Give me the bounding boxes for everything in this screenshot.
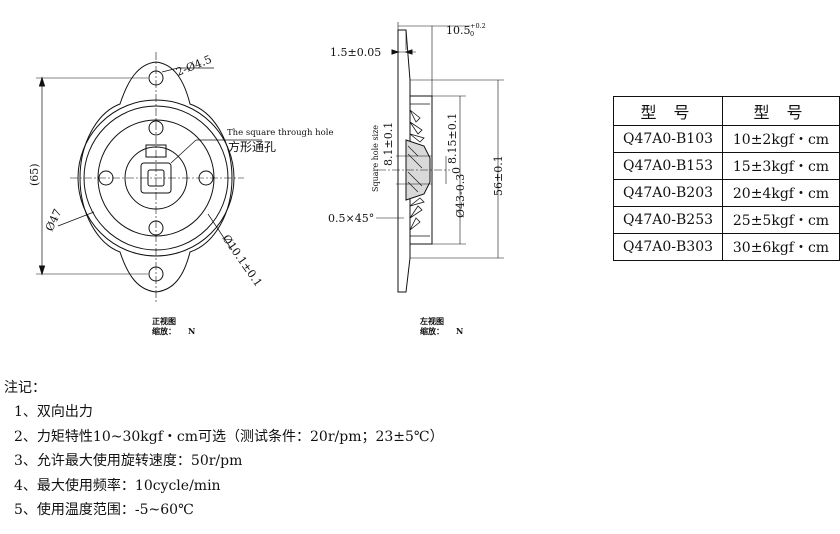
dim-diameter: Ø47 [43,207,65,233]
dim-width-tol-upper: +0.2 [470,22,486,30]
front-view [36,52,262,302]
table-row: Q47A0-B103 10±2kgf・cm [613,125,840,153]
front-caption-scale: 缩放： [152,326,176,336]
notes-section: 注记： 1、双向出力 2、力矩特性10~30kgf・cm可选（测试条件：20r/… [4,376,444,522]
cell-model: Q47A0-B103 [613,125,723,153]
cell-model: Q47A0-B203 [613,179,723,207]
dim-inner: 8.15±0.1 [446,113,459,164]
dim-width: 10.5 [446,24,471,37]
cell-torque: 20±4kgf・cm [722,179,840,207]
cell-torque: 25±5kgf・cm [722,206,840,234]
table-row: Q47A0-B303 30±6kgf・cm [613,233,840,261]
note-item: 4、最大使用频率：10cycle/min [14,477,221,494]
notes-title: 注记： [4,380,46,396]
side-caption-scale-value: N [456,326,463,336]
table-row: Q47A0-B253 25±5kgf・cm [613,206,840,234]
cell-model: Q47A0-B153 [613,152,723,180]
front-caption-scale-value: N [188,326,195,336]
flange-outline [79,61,233,293]
dim-width-tol-lower: 0 [470,30,474,38]
dim-ring: Ø10.1±0.1 [220,232,265,289]
label-square-cn: 方形通孔 [228,139,276,154]
header-model: 型 号 [613,96,723,126]
label-square-en: The square through hole [227,128,334,138]
dim-zero: 0 [450,167,463,174]
cell-model: Q47A0-B303 [613,233,723,261]
dim-overall: 56±0.1 [492,155,505,196]
bolt-hole-top [148,120,164,136]
front-caption-view: 正视图 [152,316,176,326]
dim-square-label: Square hole size [371,125,380,192]
table-row: Q47A0-B153 15±3kgf・cm [613,152,840,180]
cell-torque: 10±2kgf・cm [722,125,840,153]
note-item: 5、使用温度范围：-5~60℃ [14,502,194,519]
dim-square: 8.1±0.1 [382,122,395,166]
note-item: 2、力矩特性10~30kgf・cm可选（测试条件：20r/pm；23±5℃） [14,428,444,445]
spec-table-header: 型 号 型 号 [613,96,840,126]
spec-table: 型 号 型 号 Q47A0-B103 10±2kgf・cm Q47A0-B153… [613,96,840,261]
cell-model: Q47A0-B253 [613,206,723,234]
dim-holes: 2-Ø4.5 [174,53,213,79]
side-caption-view: 左视图 [419,316,444,326]
dim-height: (65) [28,163,41,186]
cell-torque: 15±3kgf・cm [722,152,840,180]
note-item: 3、允许最大使用旋转速度：50r/pm [14,453,243,470]
dim-thickness: 1.5±0.05 [330,46,381,59]
dim-body: Ø43-0.3 [454,174,467,218]
side-view [376,22,504,293]
cell-torque: 30±6kgf・cm [722,233,840,261]
note-item: 1、双向出力 [14,404,93,421]
dim-chamfer: 0.5×45° [328,212,374,225]
table-row: Q47A0-B203 20±4kgf・cm [613,179,840,207]
header-torque: 型 号 [722,96,840,126]
side-caption-scale: 缩放： [420,326,444,336]
